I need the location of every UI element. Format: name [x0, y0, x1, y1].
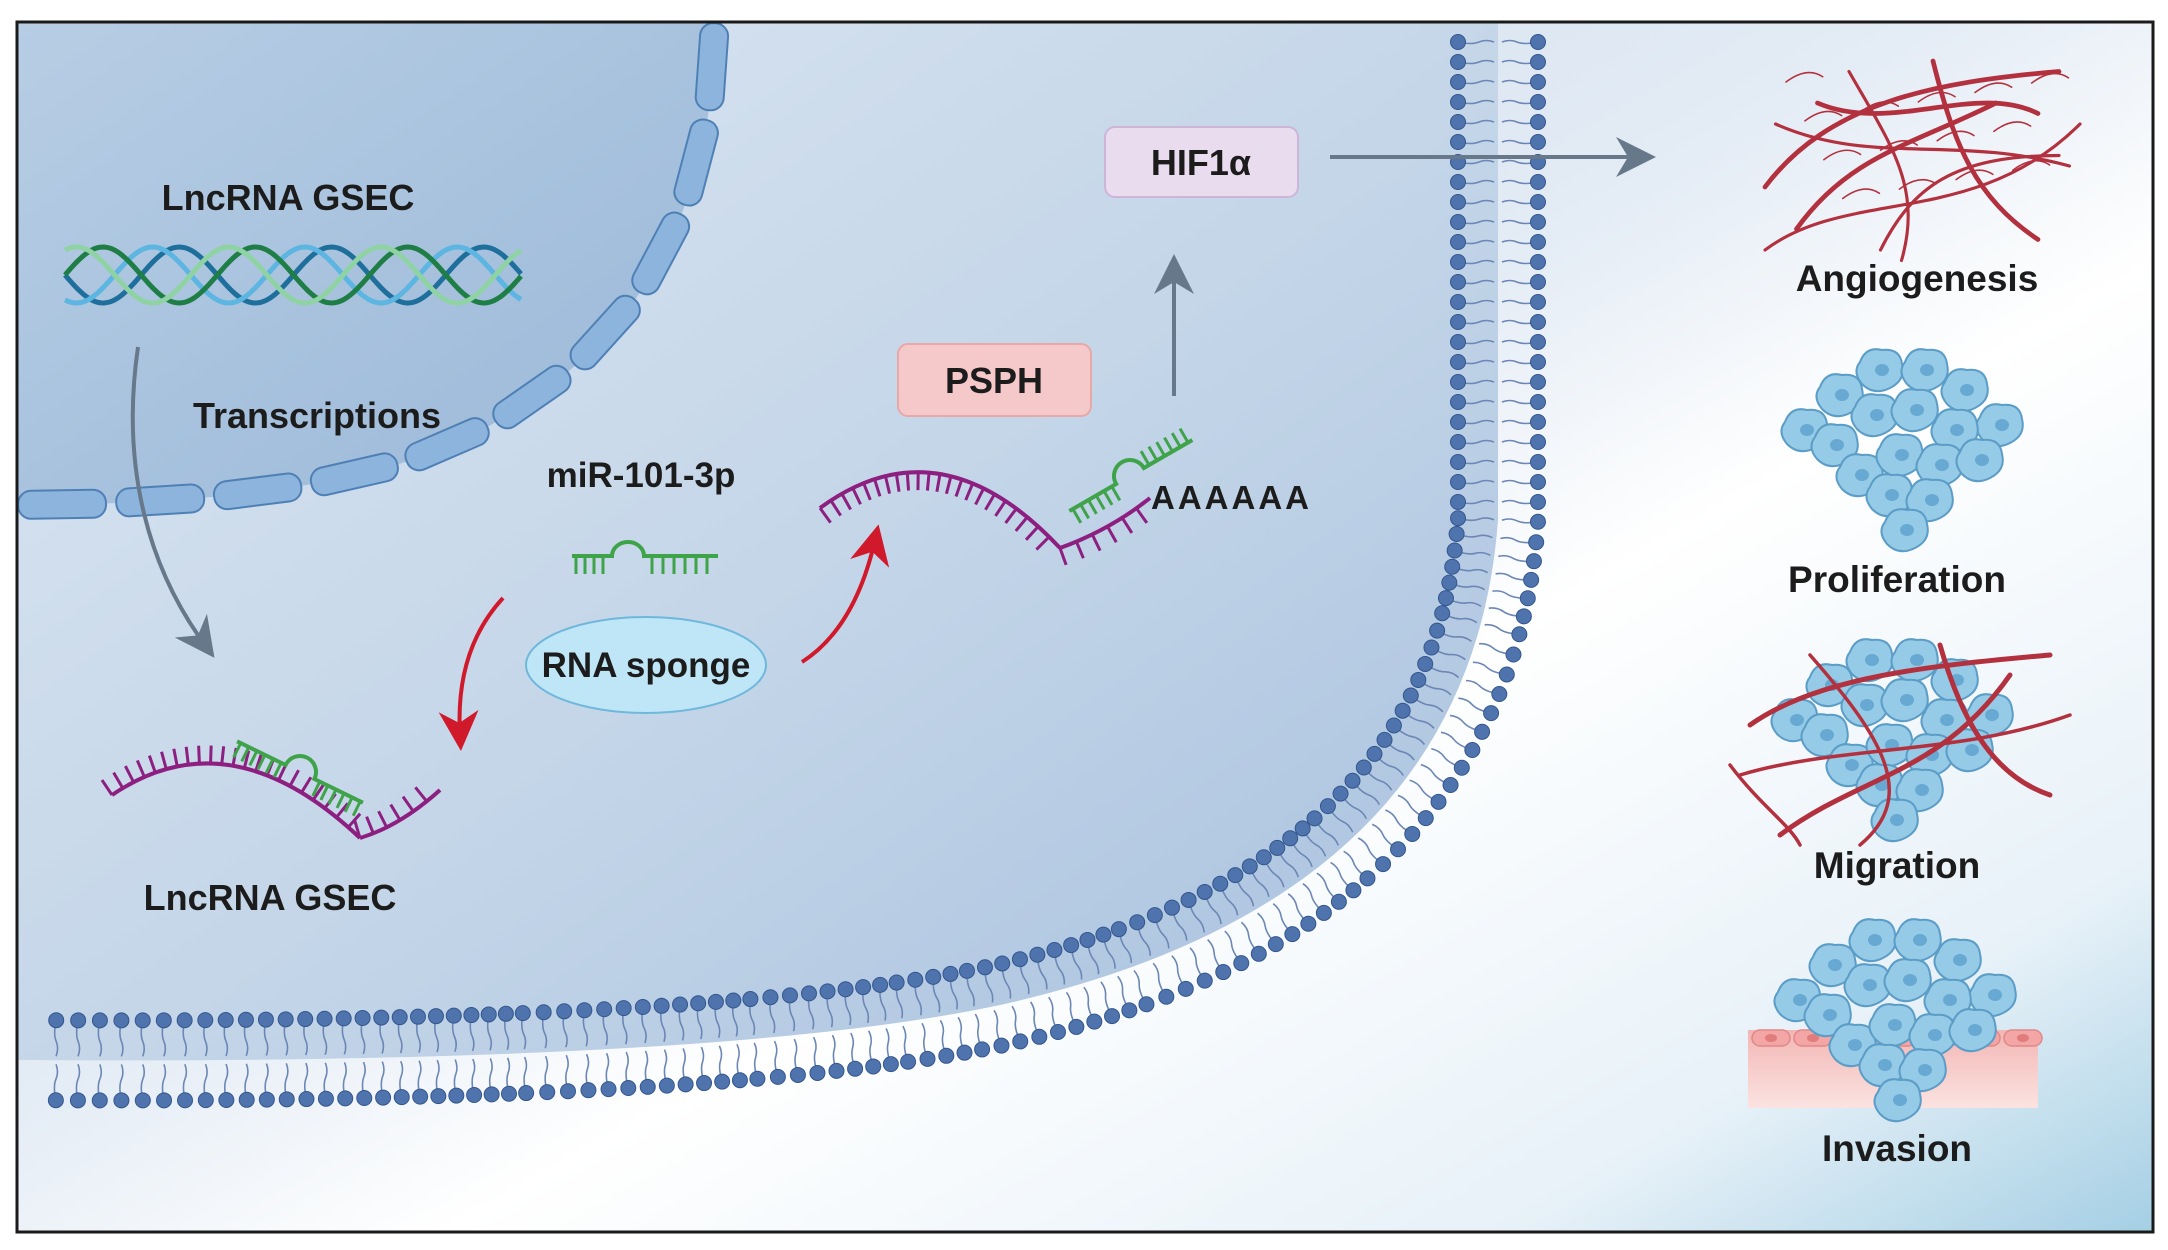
cell-membrane: [47, 34, 1546, 1109]
transcriptions-label: Transcriptions: [193, 395, 441, 436]
nuclear-envelope: [17, 22, 730, 520]
psph-label: PSPH: [945, 360, 1043, 401]
lncrna-label-top: LncRNA GSEC: [162, 177, 415, 218]
rna-sponge-label: RNA sponge: [542, 646, 751, 685]
outcome-invasion-label: Invasion: [1822, 1128, 1972, 1169]
sponge-arrow-right: [800, 524, 890, 664]
mirna-label: miR-101-3p: [547, 456, 736, 495]
dna-helix-icon: [63, 244, 523, 306]
hif-label: HIF1α: [1151, 142, 1251, 183]
hif-box: [1104, 126, 1299, 198]
sponge-arrow-left: [438, 596, 505, 751]
lncrna-label-bottom: LncRNA GSEC: [144, 877, 397, 918]
polya-label: AAAAAA: [1151, 479, 1312, 516]
rna-sponge-ellipse: [525, 616, 767, 714]
outcome-proliferation-label: Proliferation: [1788, 559, 2006, 600]
mirna-icon: [572, 540, 718, 574]
transcription-arrow: [130, 346, 215, 658]
invasion-icon: [1748, 919, 2043, 1121]
outcome-migration-label: Migration: [1814, 845, 1980, 886]
migration-icon: [1728, 639, 2072, 847]
blood-vessel-icon: [1762, 58, 2082, 263]
figure-frame: [15, 20, 2155, 1234]
outcome-angiogenesis-label: Angiogenesis: [1796, 258, 2039, 299]
psph-box: [897, 343, 1092, 417]
psph-mrna: [818, 427, 1194, 566]
lncrna-sponge-complex: [100, 739, 442, 840]
